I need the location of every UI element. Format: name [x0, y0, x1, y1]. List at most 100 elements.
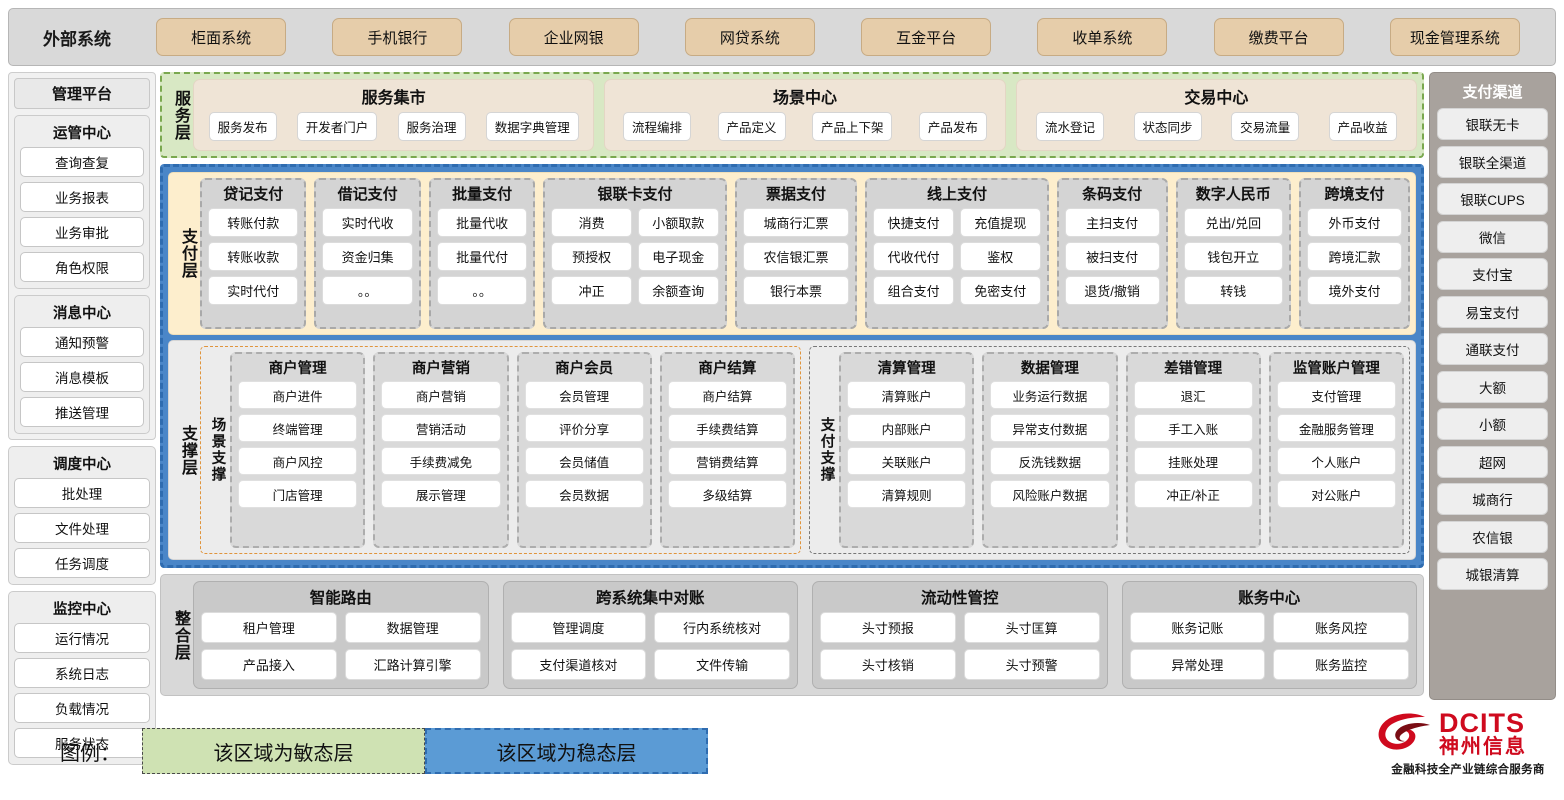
channel-item[interactable]: 银联无卡 — [1437, 108, 1548, 140]
integ-item[interactable]: 支付渠道核对 — [510, 649, 647, 680]
pay-item[interactable]: 鉴权 — [959, 242, 1041, 271]
sup-item[interactable]: 会员数据 — [524, 480, 644, 508]
pay-item[interactable]: 被扫支付 — [1064, 242, 1160, 271]
pay-item[interactable]: 小额取款 — [637, 208, 719, 237]
pay-item[interactable]: 钱包开立 — [1183, 242, 1284, 271]
integ-item[interactable]: 账务记账 — [1129, 612, 1266, 643]
pay-item[interactable]: 电子现金 — [637, 242, 719, 271]
integ-item[interactable]: 产品接入 — [201, 649, 337, 680]
integ-item[interactable]: 文件传输 — [654, 649, 790, 680]
sup-item[interactable]: 营销活动 — [381, 414, 501, 442]
integ-item[interactable]: 异常处理 — [1129, 649, 1266, 680]
service-item[interactable]: 开发者门户 — [296, 112, 378, 141]
integ-item[interactable]: 租户管理 — [201, 612, 337, 643]
sup-item[interactable]: 清算账户 — [847, 381, 967, 409]
pay-item[interactable]: 快捷支付 — [873, 208, 954, 237]
external-system-chip[interactable]: 网贷系统 — [684, 18, 815, 56]
service-item[interactable]: 流水登记 — [1035, 112, 1104, 141]
pay-item[interactable]: 城商行汇票 — [742, 208, 850, 237]
integ-item[interactable]: 管理调度 — [510, 612, 647, 643]
pay-item[interactable]: 主扫支付 — [1064, 208, 1160, 237]
external-system-chip[interactable]: 手机银行 — [332, 18, 463, 56]
sup-item[interactable]: 多级结算 — [667, 480, 787, 508]
pay-item[interactable]: 余额查询 — [637, 276, 719, 305]
channel-item[interactable]: 超网 — [1437, 445, 1548, 478]
external-system-chip[interactable]: 互金平台 — [861, 18, 992, 56]
sup-item[interactable]: 个人账户 — [1276, 447, 1396, 475]
mgmt-item[interactable]: 角色权限 — [20, 252, 144, 282]
pay-item[interactable]: 批量代收 — [436, 208, 528, 237]
sup-item[interactable]: 商户进件 — [238, 381, 358, 409]
mgmt-item[interactable]: 业务报表 — [20, 182, 144, 212]
pay-item[interactable]: 转账收款 — [208, 242, 299, 271]
integ-item[interactable]: 头寸核销 — [820, 649, 956, 680]
mgmt-item[interactable]: 任务调度 — [14, 548, 150, 578]
sup-item[interactable]: 支付管理 — [1276, 381, 1396, 409]
sup-item[interactable]: 异常支付数据 — [990, 414, 1110, 442]
channel-item[interactable]: 大额 — [1437, 370, 1548, 403]
sup-item[interactable]: 对公账户 — [1276, 480, 1396, 508]
sup-item[interactable]: 展示管理 — [381, 480, 501, 508]
mgmt-item[interactable]: 业务审批 — [20, 217, 144, 247]
pay-item[interactable]: 预授权 — [551, 242, 632, 271]
sup-item[interactable]: 商户营销 — [381, 381, 501, 409]
pay-item[interactable]: 转钱 — [1183, 276, 1284, 305]
service-item[interactable]: 产品上下架 — [811, 112, 893, 141]
sup-item[interactable]: 会员储值 — [524, 447, 644, 475]
service-item[interactable]: 交易流量 — [1231, 112, 1300, 141]
sup-item[interactable]: 业务运行数据 — [990, 381, 1110, 409]
channel-item[interactable]: 支付宝 — [1437, 258, 1548, 290]
pay-item[interactable]: 实时代收 — [322, 208, 413, 237]
sup-item[interactable]: 手续费减免 — [381, 447, 501, 475]
sup-item[interactable]: 反洗钱数据 — [990, 447, 1110, 475]
integ-item[interactable]: 汇路计算引擎 — [344, 649, 481, 680]
sup-item[interactable]: 手工入账 — [1133, 414, 1253, 442]
integ-item[interactable]: 账务监控 — [1273, 649, 1409, 680]
mgmt-item[interactable]: 服务状态 — [14, 728, 150, 758]
mgmt-item[interactable]: 推送管理 — [20, 397, 144, 427]
service-item[interactable]: 流程编排 — [623, 112, 692, 141]
service-item[interactable]: 产品收益 — [1328, 112, 1397, 141]
pay-item[interactable]: 免密支付 — [959, 276, 1041, 305]
sup-item[interactable]: 评价分享 — [524, 414, 644, 442]
pay-item[interactable]: 冲正 — [551, 276, 632, 305]
pay-item[interactable]: 退货/撤销 — [1064, 276, 1160, 305]
mgmt-item[interactable]: 运行情况 — [14, 623, 150, 653]
pay-item[interactable]: 实时代付 — [208, 276, 299, 305]
pay-item[interactable]: 农信银汇票 — [742, 242, 850, 271]
service-item[interactable]: 状态同步 — [1133, 112, 1202, 141]
channel-item[interactable]: 微信 — [1437, 220, 1548, 253]
pay-item[interactable]: 资金归集 — [322, 242, 413, 271]
sup-item[interactable]: 门店管理 — [238, 480, 358, 508]
service-item[interactable]: 产品定义 — [717, 112, 786, 141]
external-system-chip[interactable]: 现金管理系统 — [1389, 18, 1520, 56]
pay-item[interactable]: 境外支付 — [1307, 276, 1402, 305]
channel-item[interactable]: 城银清算 — [1437, 558, 1548, 590]
service-item[interactable]: 服务发布 — [208, 112, 277, 141]
sup-item[interactable]: 冲正/补正 — [1133, 480, 1253, 508]
sup-item[interactable]: 风险账户数据 — [990, 480, 1110, 508]
sup-item[interactable]: 商户风控 — [238, 447, 358, 475]
integ-item[interactable]: 头寸预报 — [820, 612, 956, 643]
sup-item[interactable]: 关联账户 — [847, 447, 967, 475]
pay-item[interactable]: 批量代付 — [436, 242, 528, 271]
channel-item[interactable]: 小额 — [1437, 408, 1548, 440]
service-item[interactable]: 服务治理 — [397, 112, 466, 141]
sup-item[interactable]: 商户结算 — [667, 381, 787, 409]
mgmt-item[interactable]: 消息模板 — [20, 362, 144, 392]
pay-item[interactable]: 跨境汇款 — [1307, 242, 1402, 271]
sup-item[interactable]: 会员管理 — [524, 381, 644, 409]
external-system-chip[interactable]: 企业网银 — [508, 18, 639, 56]
integ-item[interactable]: 头寸匡算 — [963, 612, 1100, 643]
external-system-chip[interactable]: 收单系统 — [1037, 18, 1168, 56]
mgmt-item[interactable]: 批处理 — [14, 478, 150, 508]
sup-item[interactable]: 手续费结算 — [667, 414, 787, 442]
channel-item[interactable]: 城商行 — [1437, 483, 1548, 515]
pay-item[interactable]: 组合支付 — [873, 276, 954, 305]
external-system-chip[interactable]: 柜面系统 — [156, 18, 287, 56]
mgmt-item[interactable]: 负载情况 — [14, 693, 150, 723]
integ-item[interactable]: 账务风控 — [1273, 612, 1409, 643]
pay-item[interactable]: 。。 — [322, 276, 413, 305]
mgmt-item[interactable]: 文件处理 — [14, 513, 150, 543]
sup-item[interactable]: 内部账户 — [847, 414, 967, 442]
